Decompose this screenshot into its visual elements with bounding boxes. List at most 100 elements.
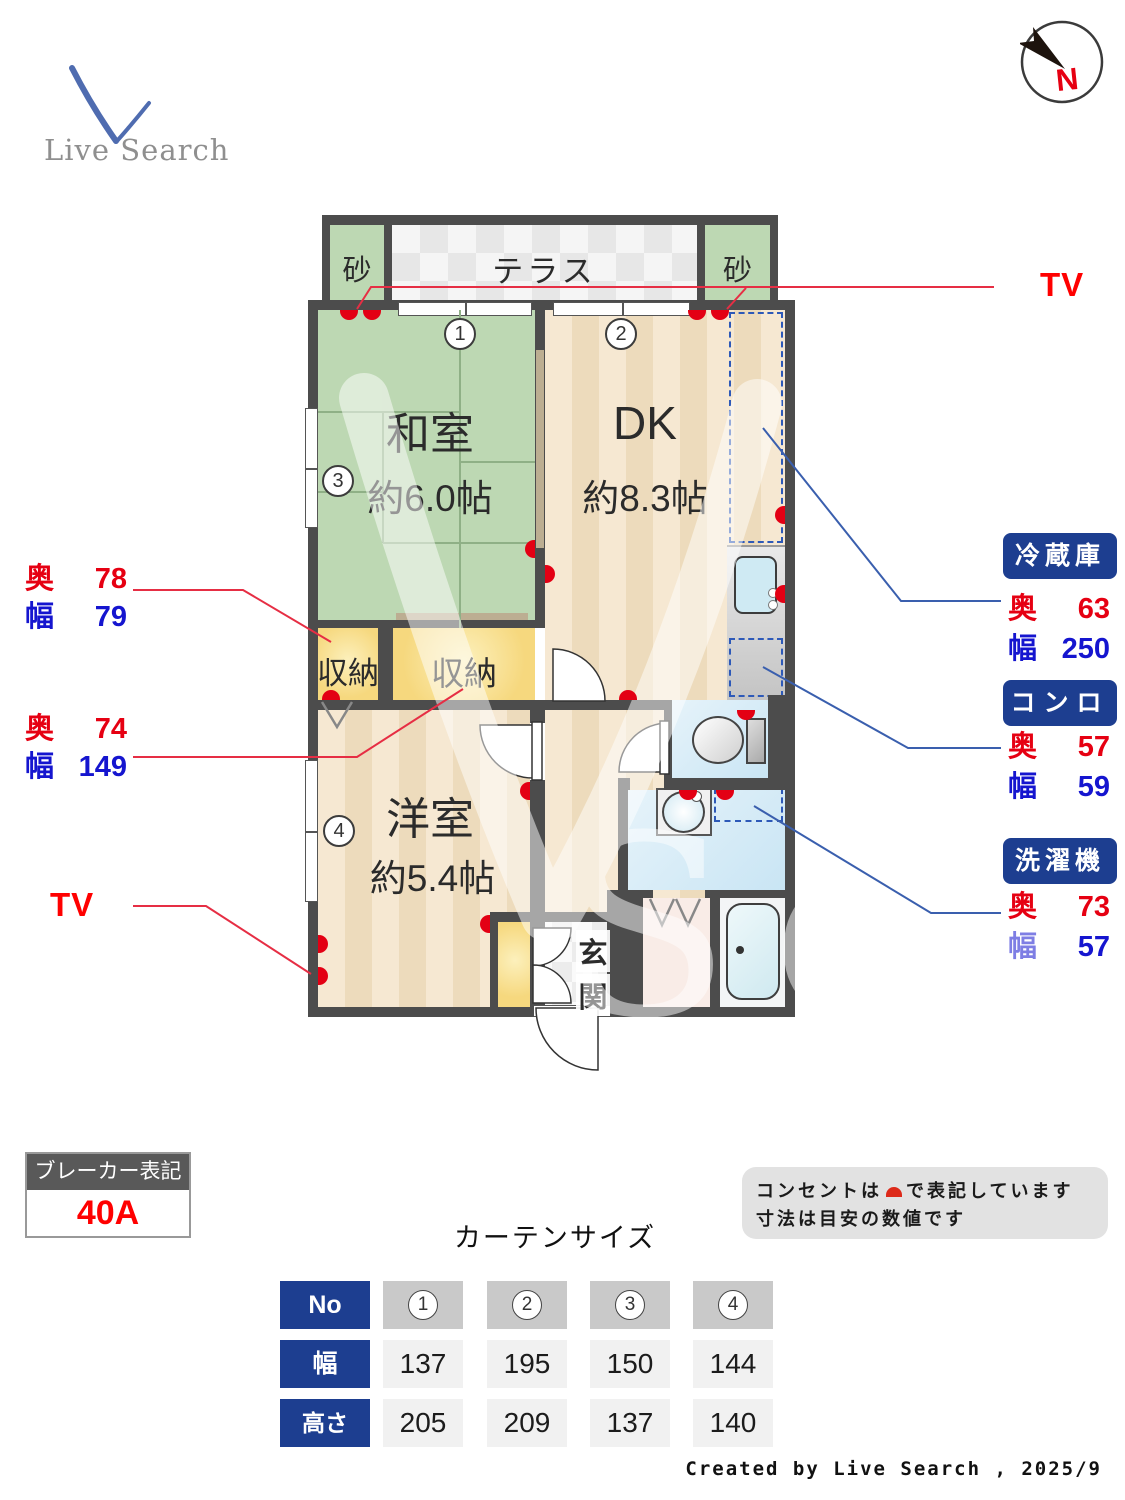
- closet-large-width: 幅 149: [25, 751, 127, 783]
- closet-small-width: 幅 79: [25, 601, 127, 633]
- closet-small-pointer: [133, 589, 332, 643]
- breaker-title: ブレーカー表記: [27, 1154, 189, 1190]
- watermark-letter-left: e: [75, 776, 223, 1067]
- sand-left-area: [330, 225, 384, 310]
- terrace-wall-left: [322, 215, 330, 310]
- credit-line: Created by Live Search , 2025/9: [685, 1458, 1102, 1480]
- dk-door: [552, 648, 606, 702]
- logo-text: Live Search: [44, 133, 230, 167]
- outer-wall-top: [308, 300, 795, 310]
- outlet-icon: [525, 540, 535, 558]
- note-line2: 寸法は目安の数値です: [756, 1209, 966, 1229]
- bathtub-drain: [736, 946, 744, 954]
- wall-washroom-bottom-b: [705, 890, 785, 898]
- curtain-col-header: 4: [693, 1281, 773, 1329]
- youshitsu-name: 洋室: [386, 795, 474, 844]
- tv-left-pointer: [133, 905, 312, 975]
- tv-top-pointer: [356, 286, 994, 310]
- sand-right-label: 砂: [722, 255, 752, 287]
- window-4: [305, 760, 318, 902]
- outlet-icon: [679, 790, 697, 800]
- curtain-col-header: 3: [590, 1281, 670, 1329]
- window-mark-3: 3: [322, 465, 354, 497]
- washer-badge: 洗濯機: [1003, 838, 1117, 884]
- genkan-label: 玄 関: [576, 928, 610, 1018]
- closet-fusuma-strip: [396, 613, 528, 620]
- curtain-width-cell: 150: [590, 1340, 670, 1388]
- curtain-col-header: 2: [487, 1281, 567, 1329]
- window-mark-1: 1: [444, 318, 476, 350]
- tv-top-pointer-branch: [726, 287, 747, 310]
- window-mark-2: 2: [605, 318, 637, 350]
- outlet-symbol-icon: [886, 1187, 902, 1197]
- outlet-icon: [775, 585, 785, 603]
- breaker-value: 40A: [76, 1194, 140, 1232]
- wall-youshitsu-right-a: [530, 700, 545, 723]
- window-mark-4: 4: [323, 815, 355, 847]
- curtain-width-cell: 137: [383, 1340, 463, 1388]
- note-line1: コンセントはで表記しています: [756, 1181, 1074, 1201]
- outlet-icon: [363, 310, 381, 320]
- kitchen-sink: [734, 556, 777, 614]
- wall-toilet-right: [768, 695, 785, 790]
- washer-pointer: [753, 805, 1001, 914]
- stove-width: 幅 59: [1008, 771, 1110, 803]
- dk-name: DK: [613, 397, 677, 449]
- wall-washroom-bottom-a: [643, 890, 653, 898]
- outlet-icon: [322, 690, 340, 700]
- curtain-height-cell: 209: [487, 1399, 567, 1447]
- fridge-width: 幅 250: [1008, 633, 1110, 665]
- window-3: [305, 408, 318, 528]
- outlet-icon: [716, 790, 734, 800]
- outlet-icon: [520, 782, 530, 800]
- washer-depth: 奥 73: [1008, 891, 1110, 923]
- live-search-logo: Live Search: [40, 55, 240, 175]
- watermark: e Sea: [75, 373, 1125, 1073]
- stove-space-outline: [729, 638, 783, 697]
- watermark-letters-right: Sea: [560, 782, 1125, 1073]
- outer-wall-right: [785, 300, 795, 1017]
- outlet-icon: [480, 915, 490, 933]
- tv-label-top: TV: [1040, 266, 1085, 303]
- wall-washroom-top-b: [664, 778, 785, 790]
- stove-depth: 奥 57: [1008, 731, 1110, 763]
- terrace-wall-right: [770, 215, 778, 310]
- youshitsu-size: 約5.4帖: [369, 858, 496, 899]
- washer-width: 幅 57: [1008, 931, 1110, 963]
- outlet-icon: [619, 690, 637, 700]
- note-box: コンセントはで表記しています 寸法は目安の数値です: [742, 1167, 1108, 1239]
- dk-size: 約8.3帖: [582, 478, 708, 519]
- wall-genkan-left: [490, 912, 498, 1007]
- youshitsu-door-leaf: [531, 721, 543, 781]
- red-pointer-lines: [133, 286, 994, 975]
- curtain-row-no: No: [280, 1281, 370, 1329]
- breaker-box: ブレーカー表記 40A: [25, 1152, 191, 1238]
- shoe-cabinet: [498, 922, 532, 1007]
- fridge-badge: 冷蔵庫: [1003, 533, 1117, 579]
- curtain-width-cell: 144: [693, 1340, 773, 1388]
- curtain-width-cell: 195: [487, 1340, 567, 1388]
- curtain-table-title: カーテンサイズ: [453, 1223, 657, 1253]
- dressing-room-floor: [643, 898, 710, 1007]
- closet-large-depth: 奥 74: [25, 713, 127, 745]
- curtain-col-header: 1: [383, 1281, 463, 1329]
- closet-large-pointer: [133, 688, 464, 758]
- wall-genkan-right-block: [607, 890, 643, 1007]
- outlet-icon: [711, 310, 729, 320]
- terrace-area: [392, 225, 697, 310]
- blue-pointer-lines: [753, 427, 1001, 914]
- shoe-cabinet-door-bottom: [532, 964, 572, 1004]
- window-1: [398, 302, 532, 316]
- terrace-divider-right: [697, 215, 705, 310]
- outlet-icon: [340, 310, 358, 320]
- terrace-label: テラス: [492, 254, 597, 289]
- sand-left-label: 砂: [342, 255, 372, 287]
- compass: N: [1018, 20, 1104, 104]
- fridge-pointer: [762, 427, 1001, 602]
- bathtub: [726, 903, 780, 1000]
- toilet-tank: [746, 718, 766, 764]
- curtain-height-cell: 205: [383, 1399, 463, 1447]
- compass-needle-icon: [1018, 27, 1065, 69]
- outlet-icon: [688, 310, 706, 320]
- wall-bath-left: [710, 890, 720, 1007]
